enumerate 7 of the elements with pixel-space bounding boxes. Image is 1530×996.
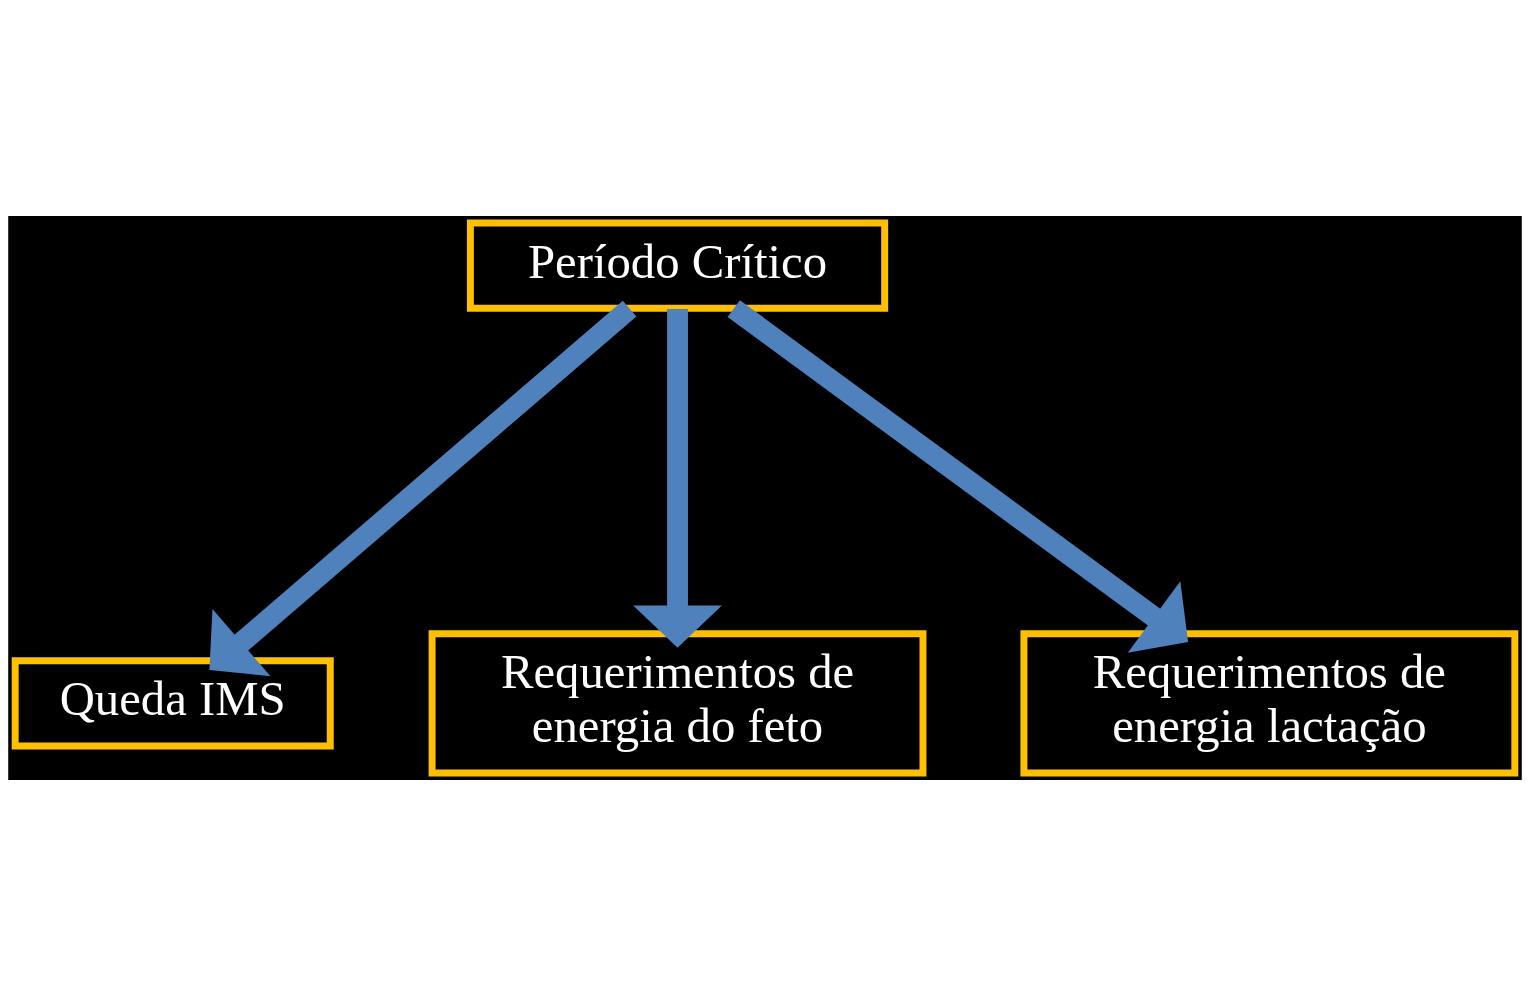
arrow xyxy=(727,300,1189,653)
arrow xyxy=(633,309,722,648)
node-box: Requerimentos de energia lactação xyxy=(1020,630,1519,777)
node-box: Período Crítico xyxy=(466,219,889,312)
node-box: Queda IMS xyxy=(11,657,334,750)
arrow xyxy=(209,300,637,677)
node-box: Requerimentos de energia do feto xyxy=(428,630,927,777)
